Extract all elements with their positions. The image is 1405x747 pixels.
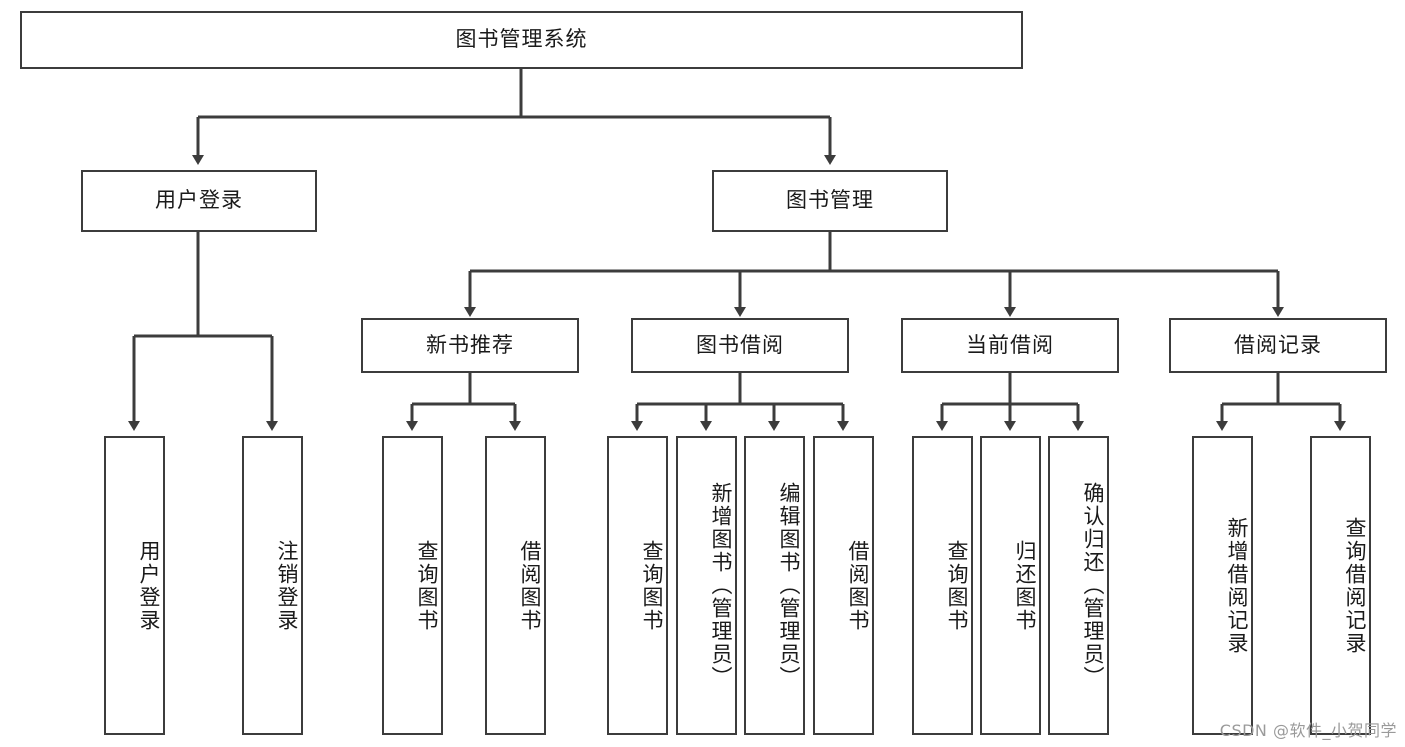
leaf-borrow-book-label: 借阅图书 — [846, 539, 870, 632]
leaf-query-book-recommend-label: 查询图书 — [415, 539, 439, 632]
leaf-query-book-current-label: 查询图书 — [945, 539, 969, 632]
leaf-logout[interactable]: 注销登录 — [242, 436, 303, 735]
leaf-return-book[interactable]: 归还图书 — [980, 436, 1041, 735]
leaf-query-borrow-record[interactable]: 查询借阅记录 — [1310, 436, 1371, 735]
node-user-login[interactable]: 用户登录 — [81, 170, 317, 232]
leaf-add-book[interactable]: 新增图书（管理员） — [676, 436, 737, 735]
node-root-label: 图书管理系统 — [455, 27, 588, 52]
node-new-book-recommend-label: 新书推荐 — [426, 332, 514, 357]
node-current-borrow-label: 当前借阅 — [966, 332, 1054, 357]
leaf-user-login[interactable]: 用户登录 — [104, 436, 165, 735]
leaf-query-book-recommend[interactable]: 查询图书 — [382, 436, 443, 735]
leaf-borrow-book-recommend-label: 借阅图书 — [518, 539, 542, 632]
leaf-edit-book[interactable]: 编辑图书（管理员） — [744, 436, 805, 735]
node-book-manage[interactable]: 图书管理 — [712, 170, 948, 232]
node-root[interactable]: 图书管理系统 — [20, 11, 1023, 69]
node-new-book-recommend[interactable]: 新书推荐 — [361, 318, 579, 373]
node-borrow-record-label: 借阅记录 — [1234, 332, 1322, 357]
leaf-confirm-return[interactable]: 确认归还（管理员） — [1048, 436, 1109, 735]
leaf-add-borrow-record-label: 新增借阅记录 — [1225, 516, 1249, 655]
leaf-user-login-label: 用户登录 — [137, 539, 161, 632]
node-book-manage-label: 图书管理 — [786, 188, 874, 213]
leaf-add-borrow-record[interactable]: 新增借阅记录 — [1192, 436, 1253, 735]
leaf-add-book-label: 新增图书（管理员） — [709, 482, 733, 689]
leaf-logout-label: 注销登录 — [275, 539, 299, 632]
leaf-return-book-label: 归还图书 — [1013, 539, 1037, 632]
leaf-edit-book-label: 编辑图书（管理员） — [777, 482, 801, 689]
leaf-borrow-book-recommend[interactable]: 借阅图书 — [485, 436, 546, 735]
leaf-query-book-borrow-label: 查询图书 — [640, 539, 664, 632]
watermark: CSDN @软件_小贺同学 — [1219, 721, 1397, 740]
node-current-borrow[interactable]: 当前借阅 — [901, 318, 1119, 373]
leaf-query-book-borrow[interactable]: 查询图书 — [607, 436, 668, 735]
leaf-borrow-book[interactable]: 借阅图书 — [813, 436, 874, 735]
node-borrow-record[interactable]: 借阅记录 — [1169, 318, 1387, 373]
node-book-borrow-label: 图书借阅 — [696, 332, 784, 357]
node-book-borrow[interactable]: 图书借阅 — [631, 318, 849, 373]
leaf-confirm-return-label: 确认归还（管理员） — [1081, 482, 1105, 689]
node-user-login-label: 用户登录 — [155, 188, 243, 213]
leaf-query-book-current[interactable]: 查询图书 — [912, 436, 973, 735]
leaf-query-borrow-record-label: 查询借阅记录 — [1343, 516, 1367, 655]
